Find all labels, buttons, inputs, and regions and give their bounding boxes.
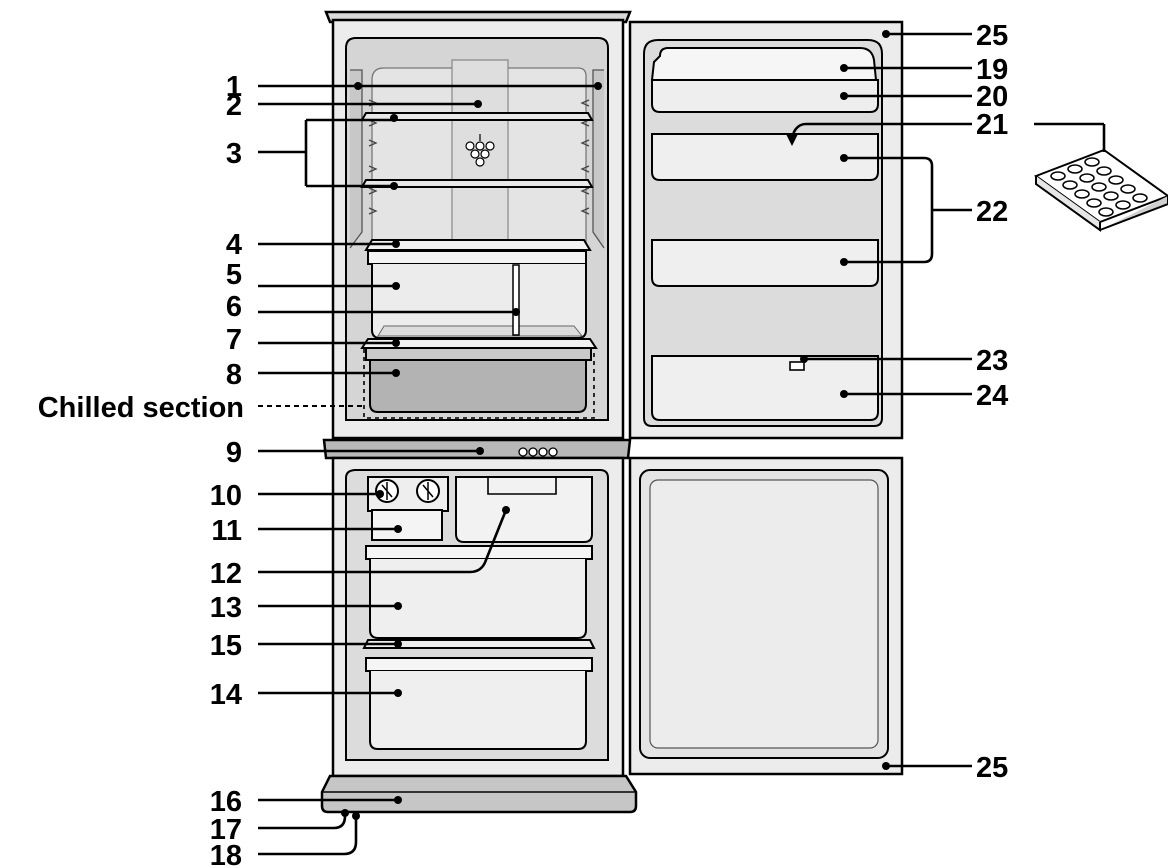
callout-20: 20 [976,81,1008,113]
callout-22: 22 [976,196,1008,228]
callout-18: 18 [210,840,242,868]
callout-23: 23 [976,345,1008,377]
callout-21: 21 [976,109,1008,141]
callout-10: 10 [210,480,242,512]
chilled-section-outline [363,349,595,419]
callout-25-bottom: 25 [976,752,1008,784]
air-duct [451,59,509,246]
container-lid [364,239,592,251]
callout-labels: 1 2 3 4 5 6 7 8 Chilled section 9 10 11 … [38,20,1009,868]
callout-11: 11 [211,515,242,547]
freezer-drawer-upper-front [365,545,593,560]
ice-storage-box [455,476,593,543]
callout-8: 8 [226,359,242,391]
door-pocket-top [651,79,879,113]
callout-14: 14 [210,679,242,711]
callout-17: 17 [210,814,242,846]
callout-5: 5 [226,259,242,291]
door-top-cover [650,47,878,81]
chilled-drawer [369,359,587,413]
bottle-stopper [789,361,805,371]
callout-12: 12 [210,558,242,590]
freezer-drawer-lower [369,671,587,750]
egg-tray-icon [1033,148,1168,232]
glass-shelf-lower [360,179,594,188]
freezer-door [628,456,904,776]
callout-16: 16 [210,786,242,818]
callout-3: 3 [226,138,242,170]
callout-25-top: 25 [976,20,1008,52]
chilled-section-shelf [360,338,598,349]
door-pocket-middle-1 [651,133,879,181]
callout-9: 9 [226,437,242,469]
leader-lines [258,30,1106,856]
door-bottle-pocket [651,355,879,421]
freezer-drawer-lower-front [365,657,593,672]
freezer-shelf [362,639,596,649]
storage-container [367,250,587,265]
chilled-section-label: Chilled section [38,392,244,424]
control-buttons [518,447,558,457]
fridge-cabinet [320,10,638,820]
grapes-logo-icon [465,134,495,167]
container-divider [512,264,520,336]
callout-24: 24 [976,380,1008,412]
chilled-drawer-front [365,347,592,361]
base-plinth [320,774,638,814]
callout-4: 4 [226,229,242,261]
freezer-drawer-upper [369,559,587,639]
callout-19: 19 [976,54,1008,86]
callout-15: 15 [210,630,242,662]
callout-6: 6 [226,291,242,323]
callout-1: 1 [226,71,242,103]
callout-13: 13 [210,592,242,624]
glass-shelf-upper [360,112,594,121]
ice-tray [371,509,443,541]
callout-2: 2 [226,90,242,122]
fridge-door [628,20,904,440]
callout-7: 7 [226,324,242,356]
door-pocket-middle-2 [651,239,879,287]
